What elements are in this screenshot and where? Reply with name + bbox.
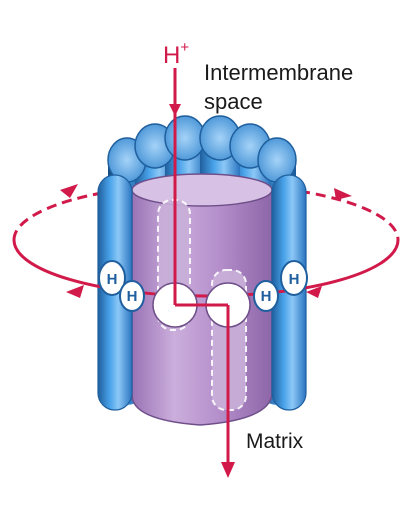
rotation-arrowhead-left [60,184,78,198]
proton-entry-arrowhead [169,104,181,116]
histidine-label: H [289,271,300,288]
proton-label: H+ [163,38,189,68]
histidine-labels: H H H H [107,271,300,305]
rotation-arrowhead-bottom-right [306,286,322,298]
histidine-label: H [261,288,272,305]
proton-exit-arrowhead [221,462,235,478]
rotation-arrow-front [12,239,400,298]
proton-charge: + [180,39,190,56]
intermembrane-space-label-line2: space [204,89,263,114]
intermembrane-space-label: Intermembrane [204,60,354,85]
a-subunit-cylinder [131,173,273,426]
proton-symbol: H [163,42,181,69]
histidine-label: H [107,271,118,288]
c-ring-tops [107,115,297,183]
rotation-arrowhead-right [334,188,352,200]
histidine-residues [98,260,308,312]
matrix-label: Matrix [246,430,304,453]
histidine-label: H [127,288,138,305]
rotation-arrowhead-bottom-left [66,285,84,298]
